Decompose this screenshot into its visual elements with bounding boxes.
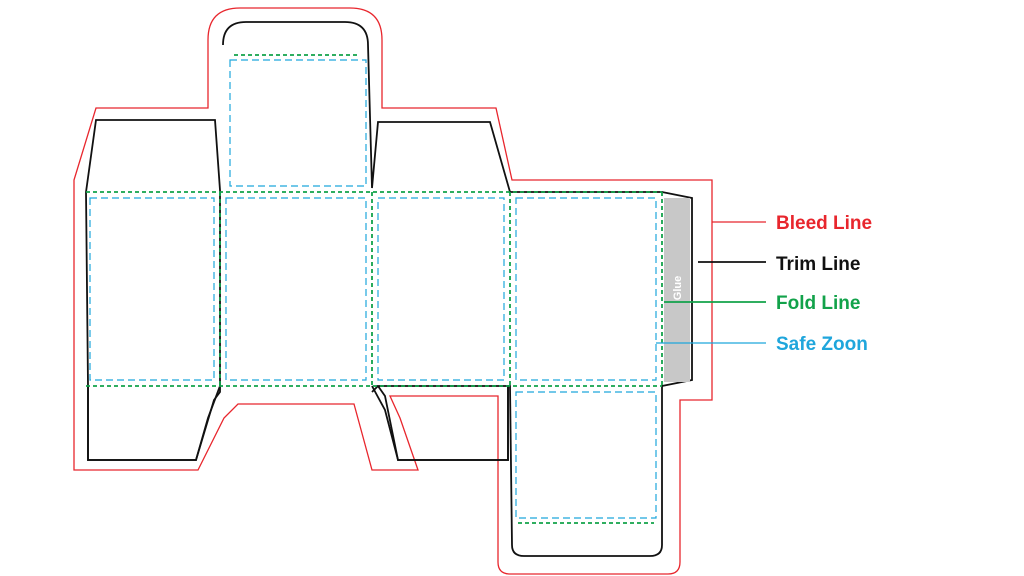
legend-bleed-label: Bleed Line xyxy=(776,213,872,234)
safe-zone-panel-2 xyxy=(225,197,367,381)
safe-zone-bottom-flap xyxy=(515,391,657,519)
safe-zone-top-flap xyxy=(229,59,367,187)
trim-outline xyxy=(85,21,693,557)
safe-zone-lines xyxy=(89,59,657,519)
legend-trim-label: Trim Line xyxy=(776,254,860,275)
trim-lower-mid-flap xyxy=(371,385,509,461)
fold-lines xyxy=(86,54,663,524)
legend: Bleed Line Trim Line Fold Line Safe Zoon xyxy=(656,213,872,355)
trim-lower-left-flap xyxy=(87,385,221,461)
safe-zone-panel-3 xyxy=(377,197,505,381)
legend-fold-label: Fold Line xyxy=(776,293,860,314)
glue-label: Glue xyxy=(672,276,684,300)
legend-safe-label: Safe Zoon xyxy=(776,334,868,355)
glue-flap xyxy=(664,198,690,382)
bleed-outline xyxy=(73,7,713,575)
safe-zone-panel-4 xyxy=(515,197,657,381)
safe-zone-panel-1 xyxy=(89,197,215,381)
